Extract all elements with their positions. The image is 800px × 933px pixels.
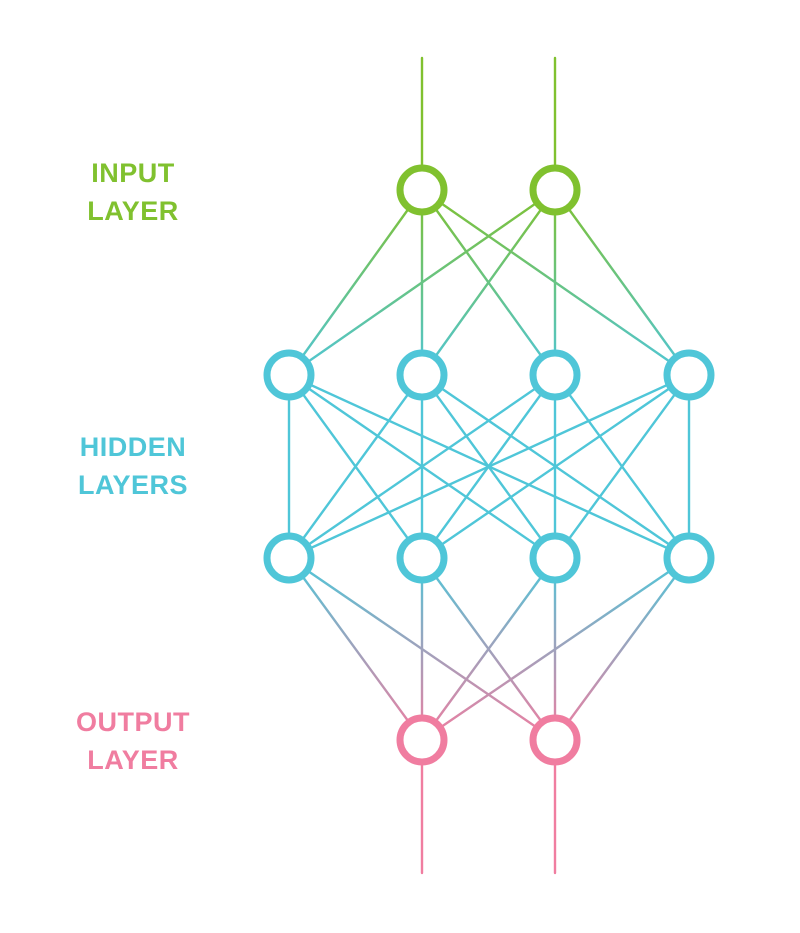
- node-hidden-2-4: [663, 532, 715, 584]
- connection-hidden-1-4-to-hidden-2-2: [420, 373, 691, 560]
- node-output-1: [396, 714, 448, 766]
- connections-group: [287, 188, 691, 742]
- node-hidden-2-1: [263, 532, 315, 584]
- node-output-2: [529, 714, 581, 766]
- connection-hidden-2-1-to-output-1: [287, 556, 424, 742]
- hidden-layers-label-line2: LAYERS: [77, 470, 189, 500]
- node-hidden-1-4: [663, 349, 715, 401]
- connection-input-1-to-hidden-1-1: [287, 188, 424, 377]
- output-layer-label-line2: LAYER: [87, 745, 179, 775]
- connection-hidden-1-4-to-hidden-2-1: [287, 373, 691, 560]
- connection-hidden-1-3-to-hidden-2-1: [287, 373, 557, 560]
- input-layer-label-line1: INPUT: [91, 158, 175, 188]
- output-layer-label-line1: OUTPUT: [76, 707, 190, 737]
- node-hidden-2-2: [396, 532, 448, 584]
- connection-hidden-1-2-to-hidden-2-1: [287, 373, 424, 560]
- connection-hidden-2-4-to-output-2: [553, 556, 691, 742]
- connection-input-2-to-hidden-1-2: [420, 188, 557, 377]
- input-layer-label: INPUT LAYER: [33, 154, 233, 230]
- connection-hidden-1-4-to-hidden-2-3: [553, 373, 691, 560]
- connection-input-2-to-hidden-1-4: [553, 188, 691, 377]
- node-hidden-2-3: [529, 532, 581, 584]
- node-hidden-1-3: [529, 349, 581, 401]
- node-hidden-1-1: [263, 349, 315, 401]
- hidden-layers-label: HIDDEN LAYERS: [33, 428, 233, 504]
- io-stubs-group: [420, 56, 557, 875]
- hidden-layers-label-line1: HIDDEN: [79, 432, 187, 462]
- output-layer-label: OUTPUT LAYER: [33, 703, 233, 779]
- node-input-2: [529, 164, 581, 216]
- node-hidden-1-2: [396, 349, 448, 401]
- nodes-group: [263, 164, 715, 766]
- connection-hidden-2-3-to-output-1: [420, 556, 557, 742]
- connection-input-2-to-hidden-1-1: [287, 188, 557, 377]
- input-layer-label-line2: LAYER: [87, 196, 179, 226]
- node-input-1: [396, 164, 448, 216]
- connection-hidden-2-4-to-output-1: [420, 556, 691, 742]
